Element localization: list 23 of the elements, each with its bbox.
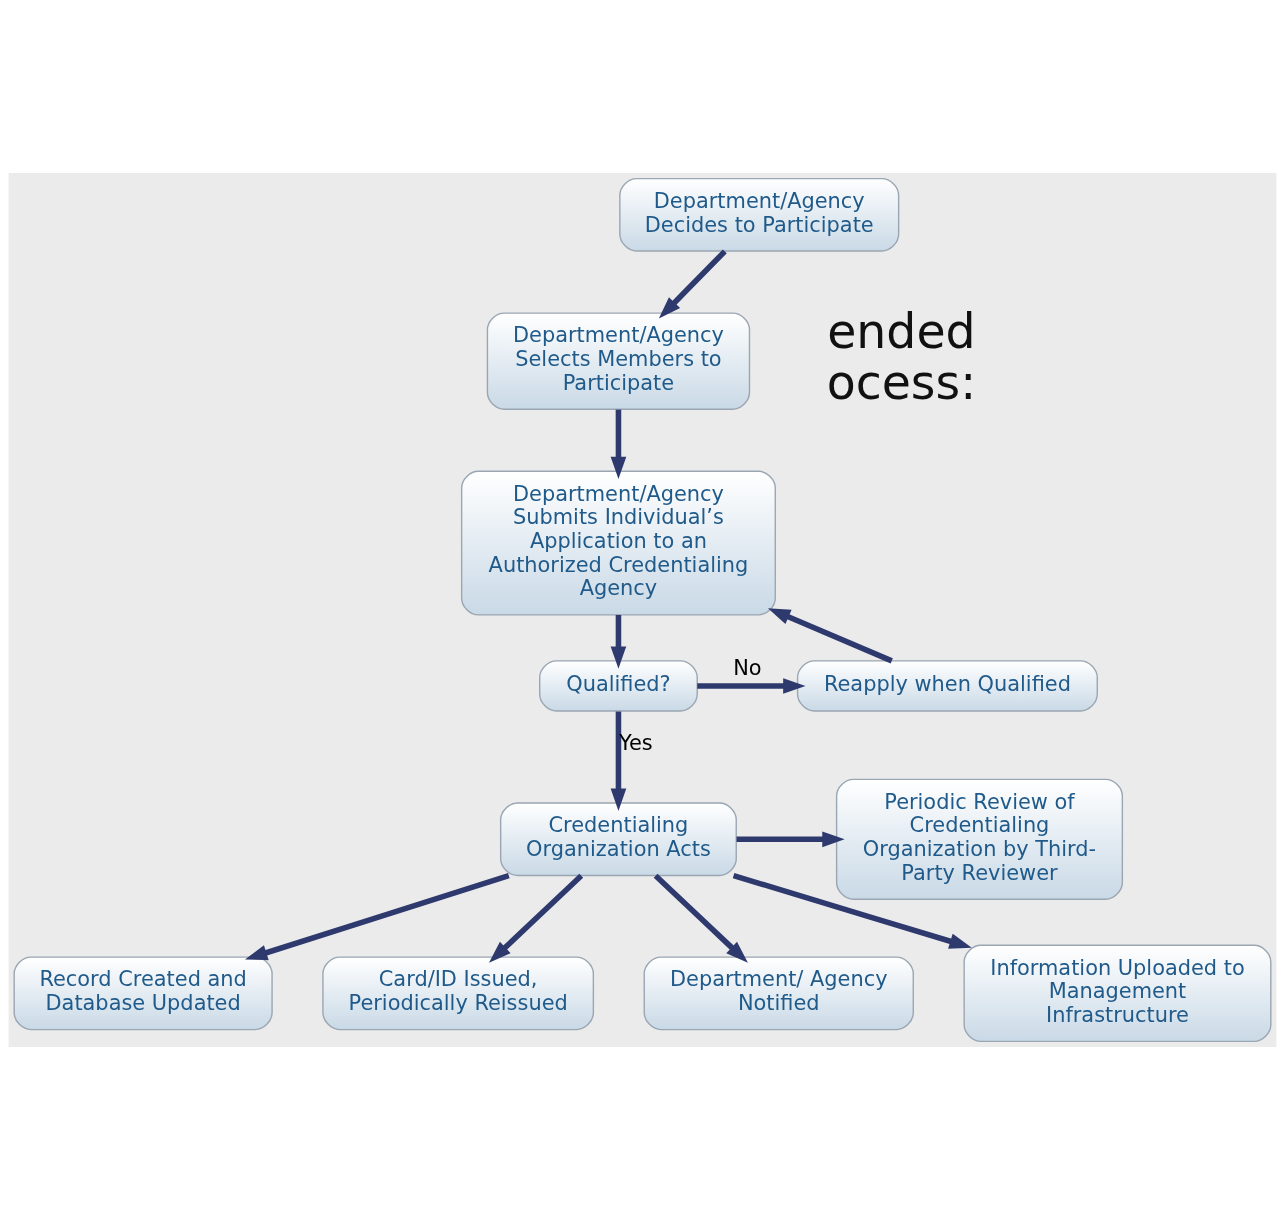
arrow [610, 614, 627, 669]
arrow [732, 872, 972, 949]
node-box: Department/ Agency Notified [643, 956, 914, 1031]
edge-label: No [733, 655, 762, 680]
node-box: Qualified? [539, 660, 698, 712]
arrow [610, 711, 627, 811]
arrow [736, 831, 845, 848]
arrow [697, 678, 806, 694]
node-box: Reapply when Qualified [796, 660, 1098, 712]
arrow [489, 873, 584, 963]
arrow [658, 249, 727, 319]
node-box: Card/ID Issued, Periodically Reissued [322, 956, 595, 1031]
arrow [767, 608, 893, 664]
node-box: Record Created and Database Updated [13, 956, 273, 1031]
node-box: Department/Agency Selects Members to Participate [486, 312, 751, 410]
arrow [653, 873, 748, 963]
arrow [244, 872, 510, 961]
node-box: Periodic Review of Credentialing Organization by Third-Party Reviewer [835, 778, 1124, 900]
node-box: Department/Agency Submits Individual’s Application to an Authorized Credentialing Agency [460, 470, 776, 616]
arrow [610, 409, 627, 480]
node-box: Credentialing Organization Acts [499, 802, 737, 877]
node-box: Department/Agency Decides to Participate [619, 177, 900, 252]
node-box: Information Uploaded to Management Infrastructure [963, 944, 1272, 1043]
